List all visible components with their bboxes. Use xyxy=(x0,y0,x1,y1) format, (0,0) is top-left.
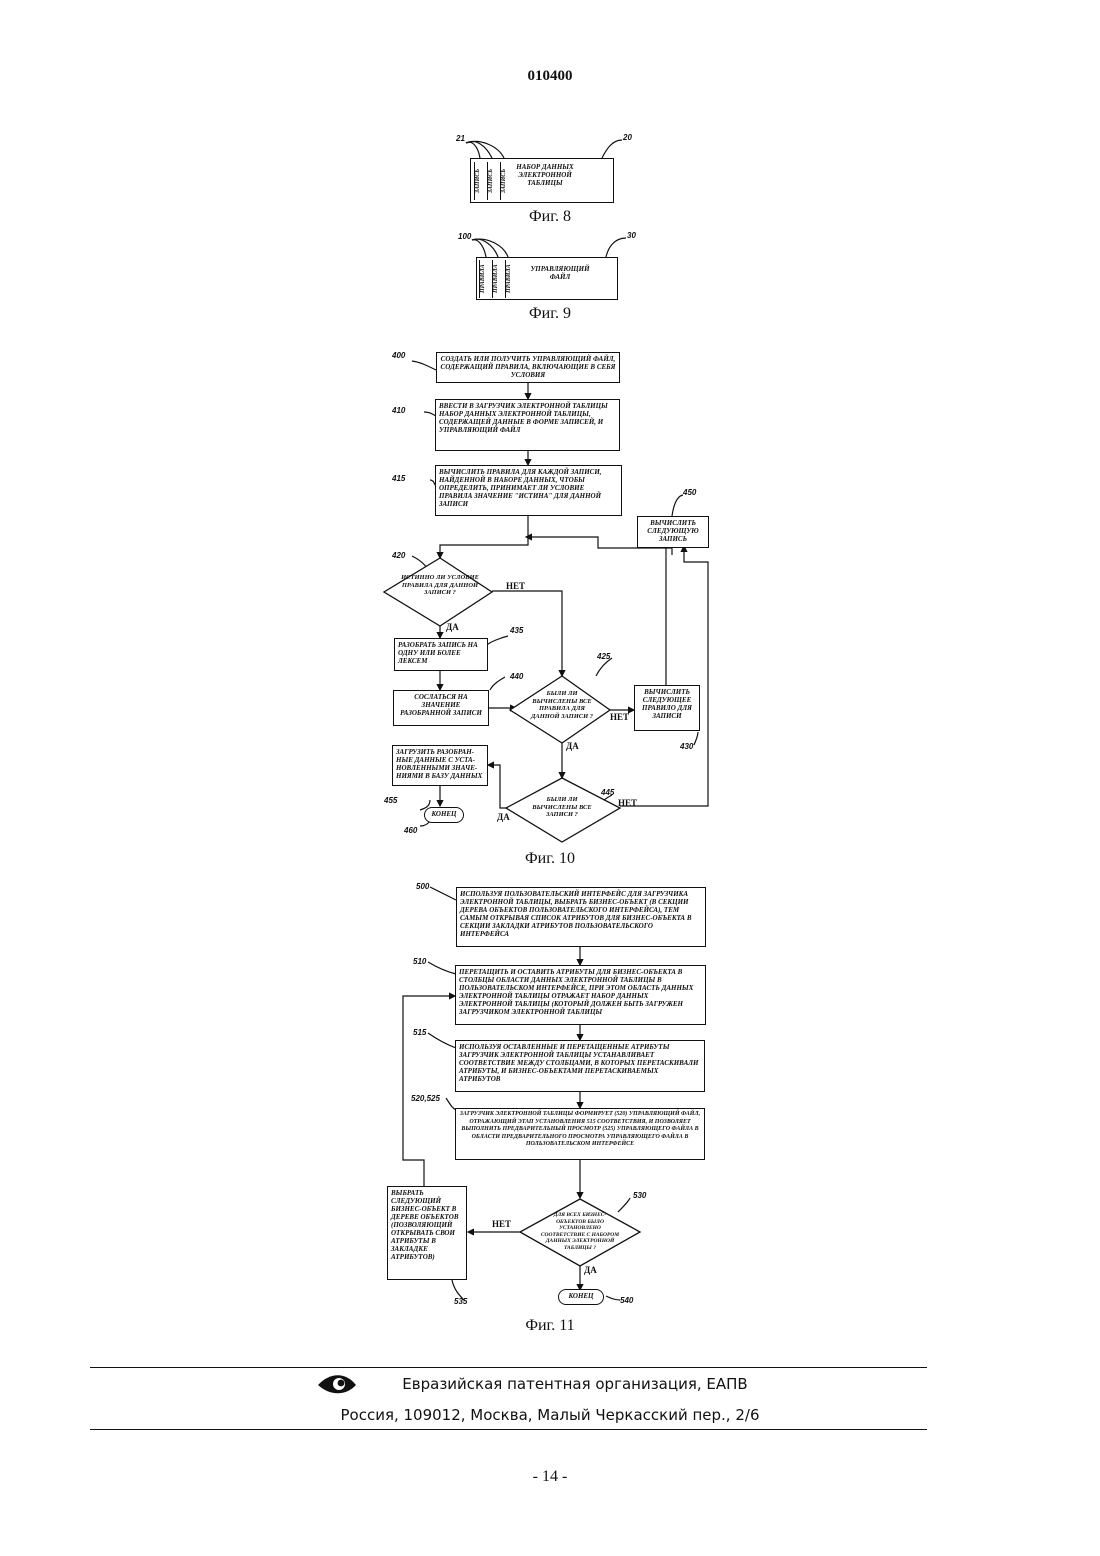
ref-425: 425 xyxy=(597,652,610,661)
step-435-box: РАЗОБРАТЬ ЗАПИСЬ НА ОДНУ ИЛИ БОЛЕЕ ЛЕКСЕ… xyxy=(394,638,488,671)
step-515-box: ИСПОЛЬЗУЯ ОСТАВЛЕННЫЕ И ПЕРЕТАЩЕННЫЕ АТР… xyxy=(455,1040,705,1092)
fig9-rule-3: ПРАВИЛА xyxy=(505,260,515,298)
footer-organization: Евразийская патентная организация, ЕАПВ xyxy=(0,1375,1100,1393)
ref-440: 440 xyxy=(510,672,523,681)
step-430-box: ВЫЧИСЛИТЬ СЛЕДУЮЩЕЕ ПРАВИЛО ДЛЯ ЗАПИСИ xyxy=(634,685,700,731)
step-520-525-box: ЗАГРУЗЧИК ЭЛЕКТРОННОЙ ТАБЛИЦЫ ФОРМИРУЕТ … xyxy=(455,1108,705,1160)
ref-535: 535 xyxy=(454,1297,467,1306)
end-460-terminator: КОНЕЦ xyxy=(424,807,464,823)
fig8-record-1: ЗАПИСЬ xyxy=(474,162,484,200)
fig8-dataset-box: ЗАПИСЬ ЗАПИСЬ ЗАПИСЬ НАБОР ДАННЫХ ЭЛЕКТР… xyxy=(470,158,614,203)
step-455-box: ЗАГРУЗИТЬ РАЗОБРАН-НЫЕ ДАННЫЕ С УСТА-НОВ… xyxy=(392,745,488,786)
decision-445-no-label: НЕТ xyxy=(618,798,637,808)
ref-500: 500 xyxy=(416,882,429,891)
fig11-caption: Фиг. 11 xyxy=(490,1317,610,1335)
ref-510: 510 xyxy=(413,957,426,966)
fig9-rule-2: ПРАВИЛА xyxy=(492,260,502,298)
decision-530-no-label: НЕТ xyxy=(492,1219,511,1229)
ref-450: 450 xyxy=(683,488,696,497)
ref-530: 530 xyxy=(633,1191,646,1200)
step-450-box: ВЫЧИСЛИТЬ СЛЕДУЮЩУЮ ЗАПИСЬ xyxy=(637,516,709,548)
decision-425-text: БЫЛИ ЛИ ВЫЧИСЛЕНЫ ВСЕ ПРАВИЛА ДЛЯ ДАННОЙ… xyxy=(524,690,600,720)
fig10-caption: Фиг. 10 xyxy=(490,850,610,868)
decision-420-text: ИСТИННО ЛИ УСЛОВИЕ ПРАВИЛА ДЛЯ ДАННОЙ ЗА… xyxy=(400,574,480,597)
ref-460: 460 xyxy=(404,826,417,835)
fig9-control-file-box: ПРАВИЛА ПРАВИЛА ПРАВИЛА УПРАВЛЯЮЩИЙ ФАЙЛ xyxy=(476,257,618,300)
step-500-box: ИСПОЛЬЗУЯ ПОЛЬЗОВАТЕЛЬСКИЙ ИНТЕРФЕЙС ДЛЯ… xyxy=(456,887,706,947)
fig8-dataset-label: НАБОР ДАННЫХ ЭЛЕКТРОННОЙ ТАБЛИЦЫ xyxy=(515,163,575,187)
fig9-ref-rules: 100 xyxy=(458,232,471,241)
end-540-terminator: КОНЕЦ xyxy=(558,1289,604,1305)
ref-445: 445 xyxy=(601,788,614,797)
ref-540: 540 xyxy=(620,1296,633,1305)
decision-420-no-label: НЕТ xyxy=(506,581,525,591)
page-number: - 14 - xyxy=(0,1468,1100,1486)
fig8-caption: Фиг. 8 xyxy=(490,208,610,226)
ref-435: 435 xyxy=(510,626,523,635)
fig8-ref-records: 21 xyxy=(456,134,465,143)
ref-430: 430 xyxy=(680,742,693,751)
decision-530-yes-label: ДА xyxy=(584,1265,597,1275)
decision-445-text: БЫЛИ ЛИ ВЫЧИСЛЕНЫ ВСЕ ЗАПИСИ ? xyxy=(530,796,594,819)
fig9-file-label: УПРАВЛЯЮЩИЙ ФАЙЛ xyxy=(525,265,595,281)
decision-530-text: ДЛЯ ВСЕХ БИЗНЕС-ОБЪЕКТОВ БЫЛО УСТАНОВЛЕН… xyxy=(540,1212,620,1251)
ref-515: 515 xyxy=(413,1028,426,1037)
step-510-box: ПЕРЕТАЩИТЬ И ОСТАВИТЬ АТРИБУТЫ ДЛЯ БИЗНЕ… xyxy=(455,965,706,1025)
ref-410: 410 xyxy=(392,406,405,415)
footer-rule-top xyxy=(90,1367,927,1368)
footer-rule-bottom xyxy=(90,1429,927,1430)
step-410-box: ВВЕСТИ В ЗАГРУЗЧИК ЭЛЕКТРОННОЙ ТАБЛИЦЫ Н… xyxy=(435,399,620,451)
decision-445-yes-label: ДА xyxy=(497,812,510,822)
fig9-caption: Фиг. 9 xyxy=(490,305,610,323)
decision-420-yes-label: ДА xyxy=(446,622,459,632)
fig8-record-3: ЗАПИСЬ xyxy=(500,162,510,200)
fig9-ref-file: 30 xyxy=(627,231,636,240)
footer-address: Россия, 109012, Москва, Малый Черкасский… xyxy=(0,1406,1100,1424)
decision-425-yes-label: ДА xyxy=(566,741,579,751)
decision-425-no-label: НЕТ xyxy=(610,712,629,722)
ref-400: 400 xyxy=(392,351,405,360)
step-440-box: СОСЛАТЬСЯ НА ЗНАЧЕНИЕ РАЗОБРАННОЙ ЗАПИСИ xyxy=(393,690,489,726)
step-535-box: ВЫБРАТЬ СЛЕДУЮЩИЙ БИЗНЕС-ОБЪЕКТ В ДЕРЕВЕ… xyxy=(387,1186,467,1280)
ref-415: 415 xyxy=(392,474,405,483)
fig8-record-2: ЗАПИСЬ xyxy=(487,162,497,200)
step-415-box: ВЫЧИСЛИТЬ ПРАВИЛА ДЛЯ КАЖДОЙ ЗАПИСИ, НАЙ… xyxy=(435,465,622,516)
fig9-rule-1: ПРАВИЛА xyxy=(479,260,489,298)
fig8-ref-dataset: 20 xyxy=(623,133,632,142)
ref-420: 420 xyxy=(392,551,405,560)
ref-455: 455 xyxy=(384,796,397,805)
ref-520-525: 520,525 xyxy=(411,1094,440,1103)
step-400-box: СОЗДАТЬ ИЛИ ПОЛУЧИТЬ УПРАВЛЯЮЩИЙ ФАЙЛ, С… xyxy=(436,352,620,383)
